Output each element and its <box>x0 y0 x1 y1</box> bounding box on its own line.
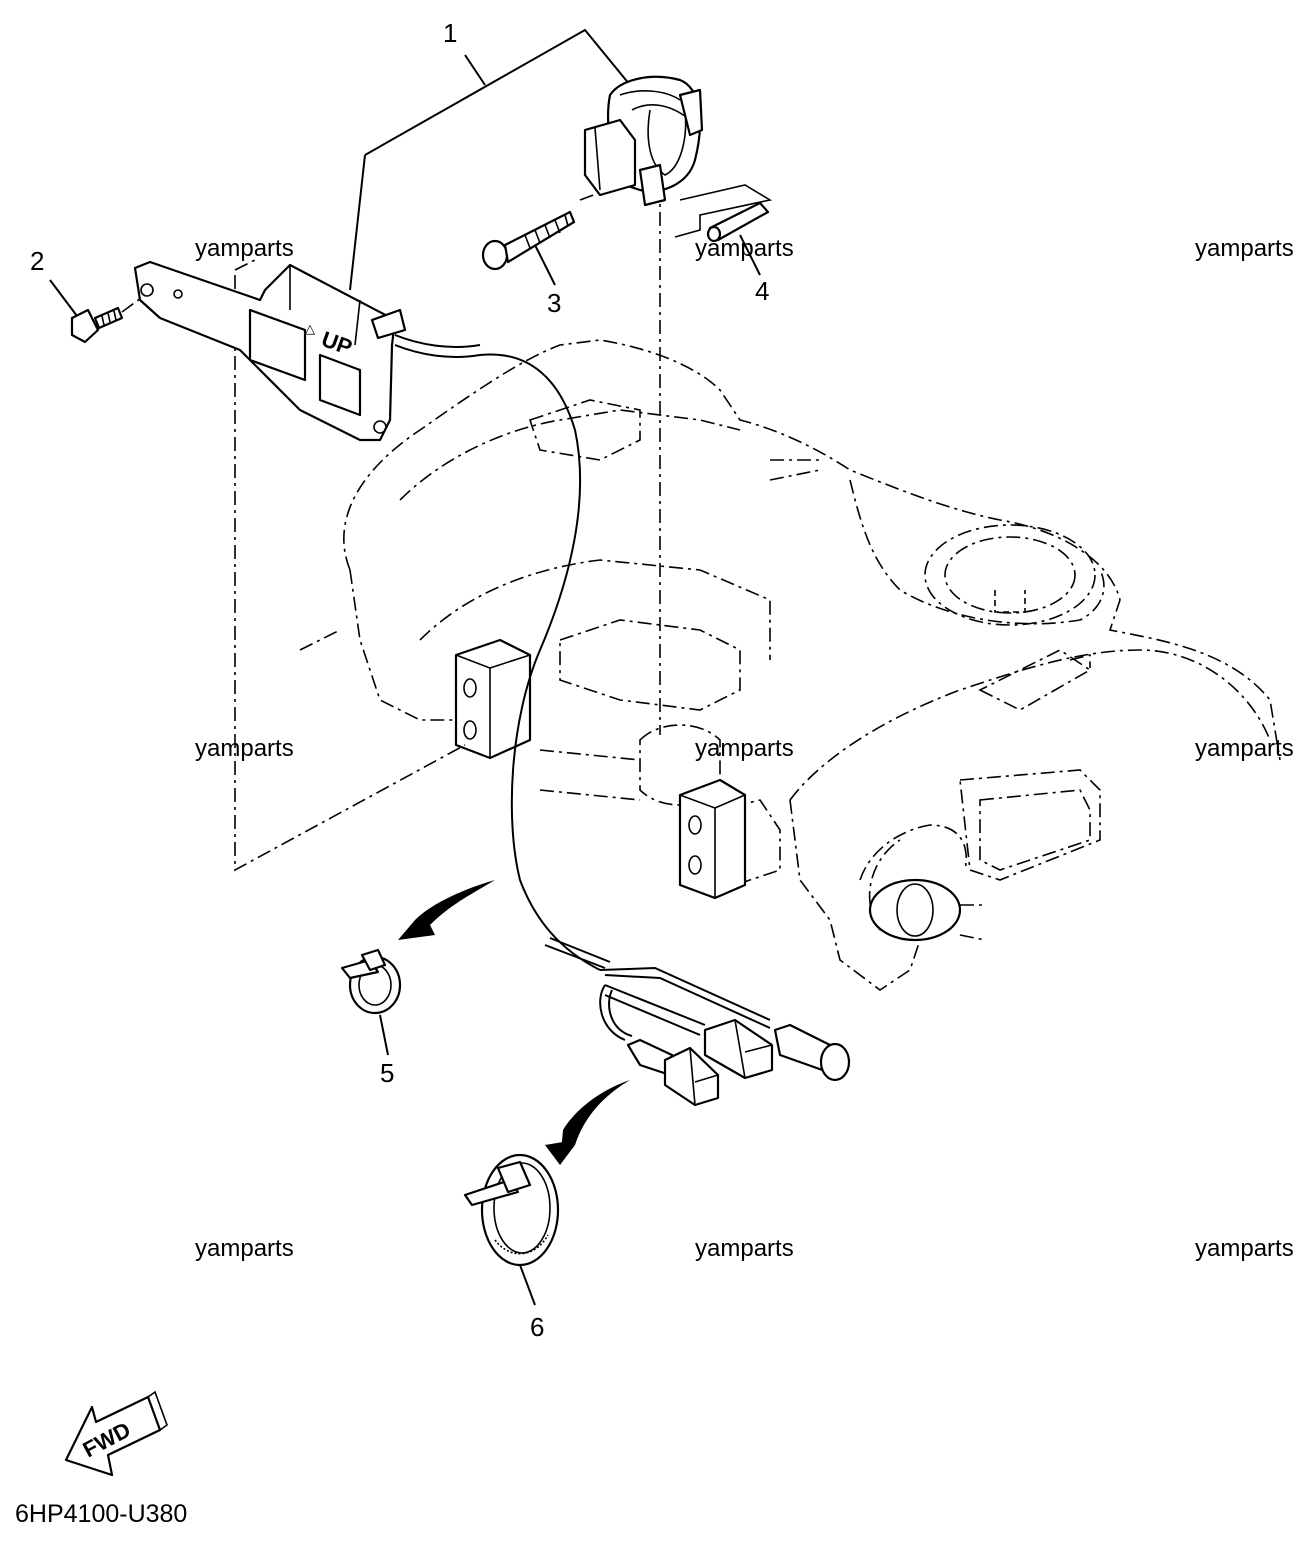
collar-part-4 <box>674 184 773 243</box>
watermark: yamparts <box>695 1235 794 1262</box>
watermark: yamparts <box>1195 235 1294 262</box>
watermark: yamparts <box>195 735 294 762</box>
watermark: yamparts <box>195 1235 294 1262</box>
drawing-code: 6HP4100-U380 <box>15 1500 187 1528</box>
install-arrows <box>398 880 630 1165</box>
band-clamp-part-6 <box>463 1153 560 1267</box>
watermarks: yamparts yamparts yamparts yamparts yamp… <box>195 235 1294 1262</box>
pivot-shaft <box>868 878 962 942</box>
callout-3: 3 <box>547 288 561 318</box>
watermark: yamparts <box>195 235 294 262</box>
wire-connectors <box>626 1018 851 1107</box>
screw-part-3 <box>481 210 576 271</box>
callout-6: 6 <box>530 1312 544 1342</box>
callout-5: 5 <box>380 1058 394 1088</box>
callout-4: 4 <box>755 276 769 306</box>
mounting-block-right <box>678 778 747 900</box>
watermark: yamparts <box>695 735 794 762</box>
screw-part-2 <box>70 294 146 344</box>
fwd-direction-arrow: FWD <box>64 1390 168 1477</box>
sensor-bracket: △ UP <box>133 260 407 442</box>
trim-sensor-assembly <box>583 75 704 207</box>
up-triangle-icon: △ <box>305 321 315 336</box>
callout-1: 1 <box>443 18 457 48</box>
band-clamp-part-5 <box>340 948 402 1015</box>
watermark: yamparts <box>1195 735 1294 762</box>
callout-2: 2 <box>30 246 44 276</box>
sensor-lead-wire <box>394 334 771 1041</box>
watermark: yamparts <box>1195 1235 1294 1262</box>
outboard-bracket-phantom <box>299 339 1281 991</box>
watermark: yamparts <box>695 235 794 262</box>
leader-lines <box>49 28 761 1306</box>
mounting-block-left <box>454 638 532 760</box>
